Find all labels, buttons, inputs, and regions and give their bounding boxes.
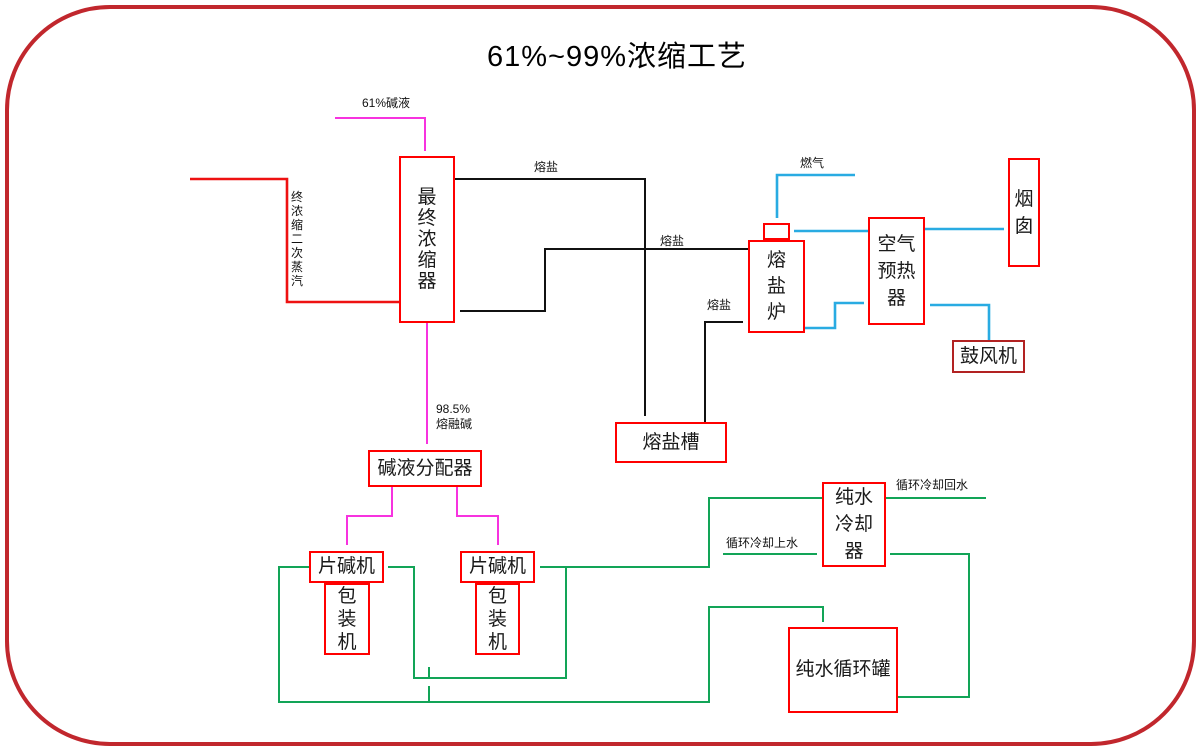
flow-tank-to-cooler	[890, 553, 970, 698]
node-label: 鼓风机	[959, 345, 1017, 367]
flow-cooled-water-to-right-flaker	[540, 497, 822, 568]
node-flaker-left: 片碱机	[309, 551, 384, 583]
label-fuel-gas: 燃气	[800, 156, 825, 170]
node-label: 熔盐槽	[642, 431, 700, 453]
node-pure-water-tank: 纯水循环罐	[788, 627, 898, 713]
node-pure-water-cooler: 纯水冷却器	[822, 482, 886, 567]
diagram-border	[5, 5, 1196, 746]
flow-fuel-gas	[775, 173, 855, 218]
flow-caustic-to-left-flaker	[346, 487, 393, 545]
flow-molten-salt-to-tank	[455, 178, 646, 416]
diagram-title: 61%~99%浓缩工艺	[486, 41, 748, 73]
label-985-molten-caustic: 98.5% 熔融碱	[436, 402, 473, 431]
label-molten-salt-2: 熔盐	[660, 234, 685, 248]
node-label: 烟囱	[1014, 188, 1034, 237]
node-label: 空气预热器	[877, 233, 916, 309]
node-lye-distributor: 碱液分配器	[368, 450, 482, 487]
node-label: 熔盐炉	[766, 249, 786, 323]
node-label: 包装机	[487, 585, 507, 653]
flow-warm-water-return-to-tank	[278, 566, 824, 703]
flow-air-from-blower	[930, 303, 991, 340]
label-molten-salt-3: 熔盐	[707, 298, 732, 312]
node-label: 碱液分配器	[377, 457, 473, 479]
flow-secondary-steam	[190, 177, 400, 304]
node-label: 片碱机	[317, 556, 375, 577]
node-label: 包装机	[337, 585, 357, 653]
label-cooling-supply: 循环冷却上水	[726, 536, 799, 550]
node-air-preheater: 空气预热器	[868, 217, 925, 325]
node-flaker-right: 片碱机	[460, 551, 535, 583]
node-blower: 鼓风机	[952, 340, 1025, 373]
node-label: 纯水循环罐	[795, 659, 891, 680]
flow-cooled-water-to-left-flaker	[388, 566, 567, 679]
flow-flue-gas-to-preheater	[805, 301, 864, 330]
node-label: 纯水冷却器	[834, 487, 873, 562]
node-final-concentrator: 最终浓缩器	[399, 156, 455, 323]
node-packing-machine-right: 包装机	[475, 583, 520, 655]
node-molten-salt-tank: 熔盐槽	[615, 422, 727, 463]
node-chimney: 烟囱	[1008, 158, 1040, 267]
label-molten-salt-1: 熔盐	[534, 160, 559, 174]
node-label: 片碱机	[468, 556, 526, 577]
label-61-lye: 61%碱液	[362, 96, 411, 110]
node-label: 最终浓缩器	[417, 187, 437, 292]
node-packing-machine-left: 包装机	[324, 583, 370, 655]
node-molten-salt-furnace: 熔盐炉	[748, 240, 805, 333]
flow-molten-salt-to-concentrator	[460, 248, 748, 312]
flow-caustic-to-right-flaker	[456, 487, 499, 545]
flow-61-lye-feed	[335, 117, 426, 151]
label-cooling-return: 循环冷却回水	[896, 478, 969, 492]
label-secondary-steam: 终浓缩二次蒸汽	[291, 190, 304, 288]
flow-molten-salt-to-furnace	[704, 321, 743, 422]
furnace-burner-port	[763, 223, 790, 240]
